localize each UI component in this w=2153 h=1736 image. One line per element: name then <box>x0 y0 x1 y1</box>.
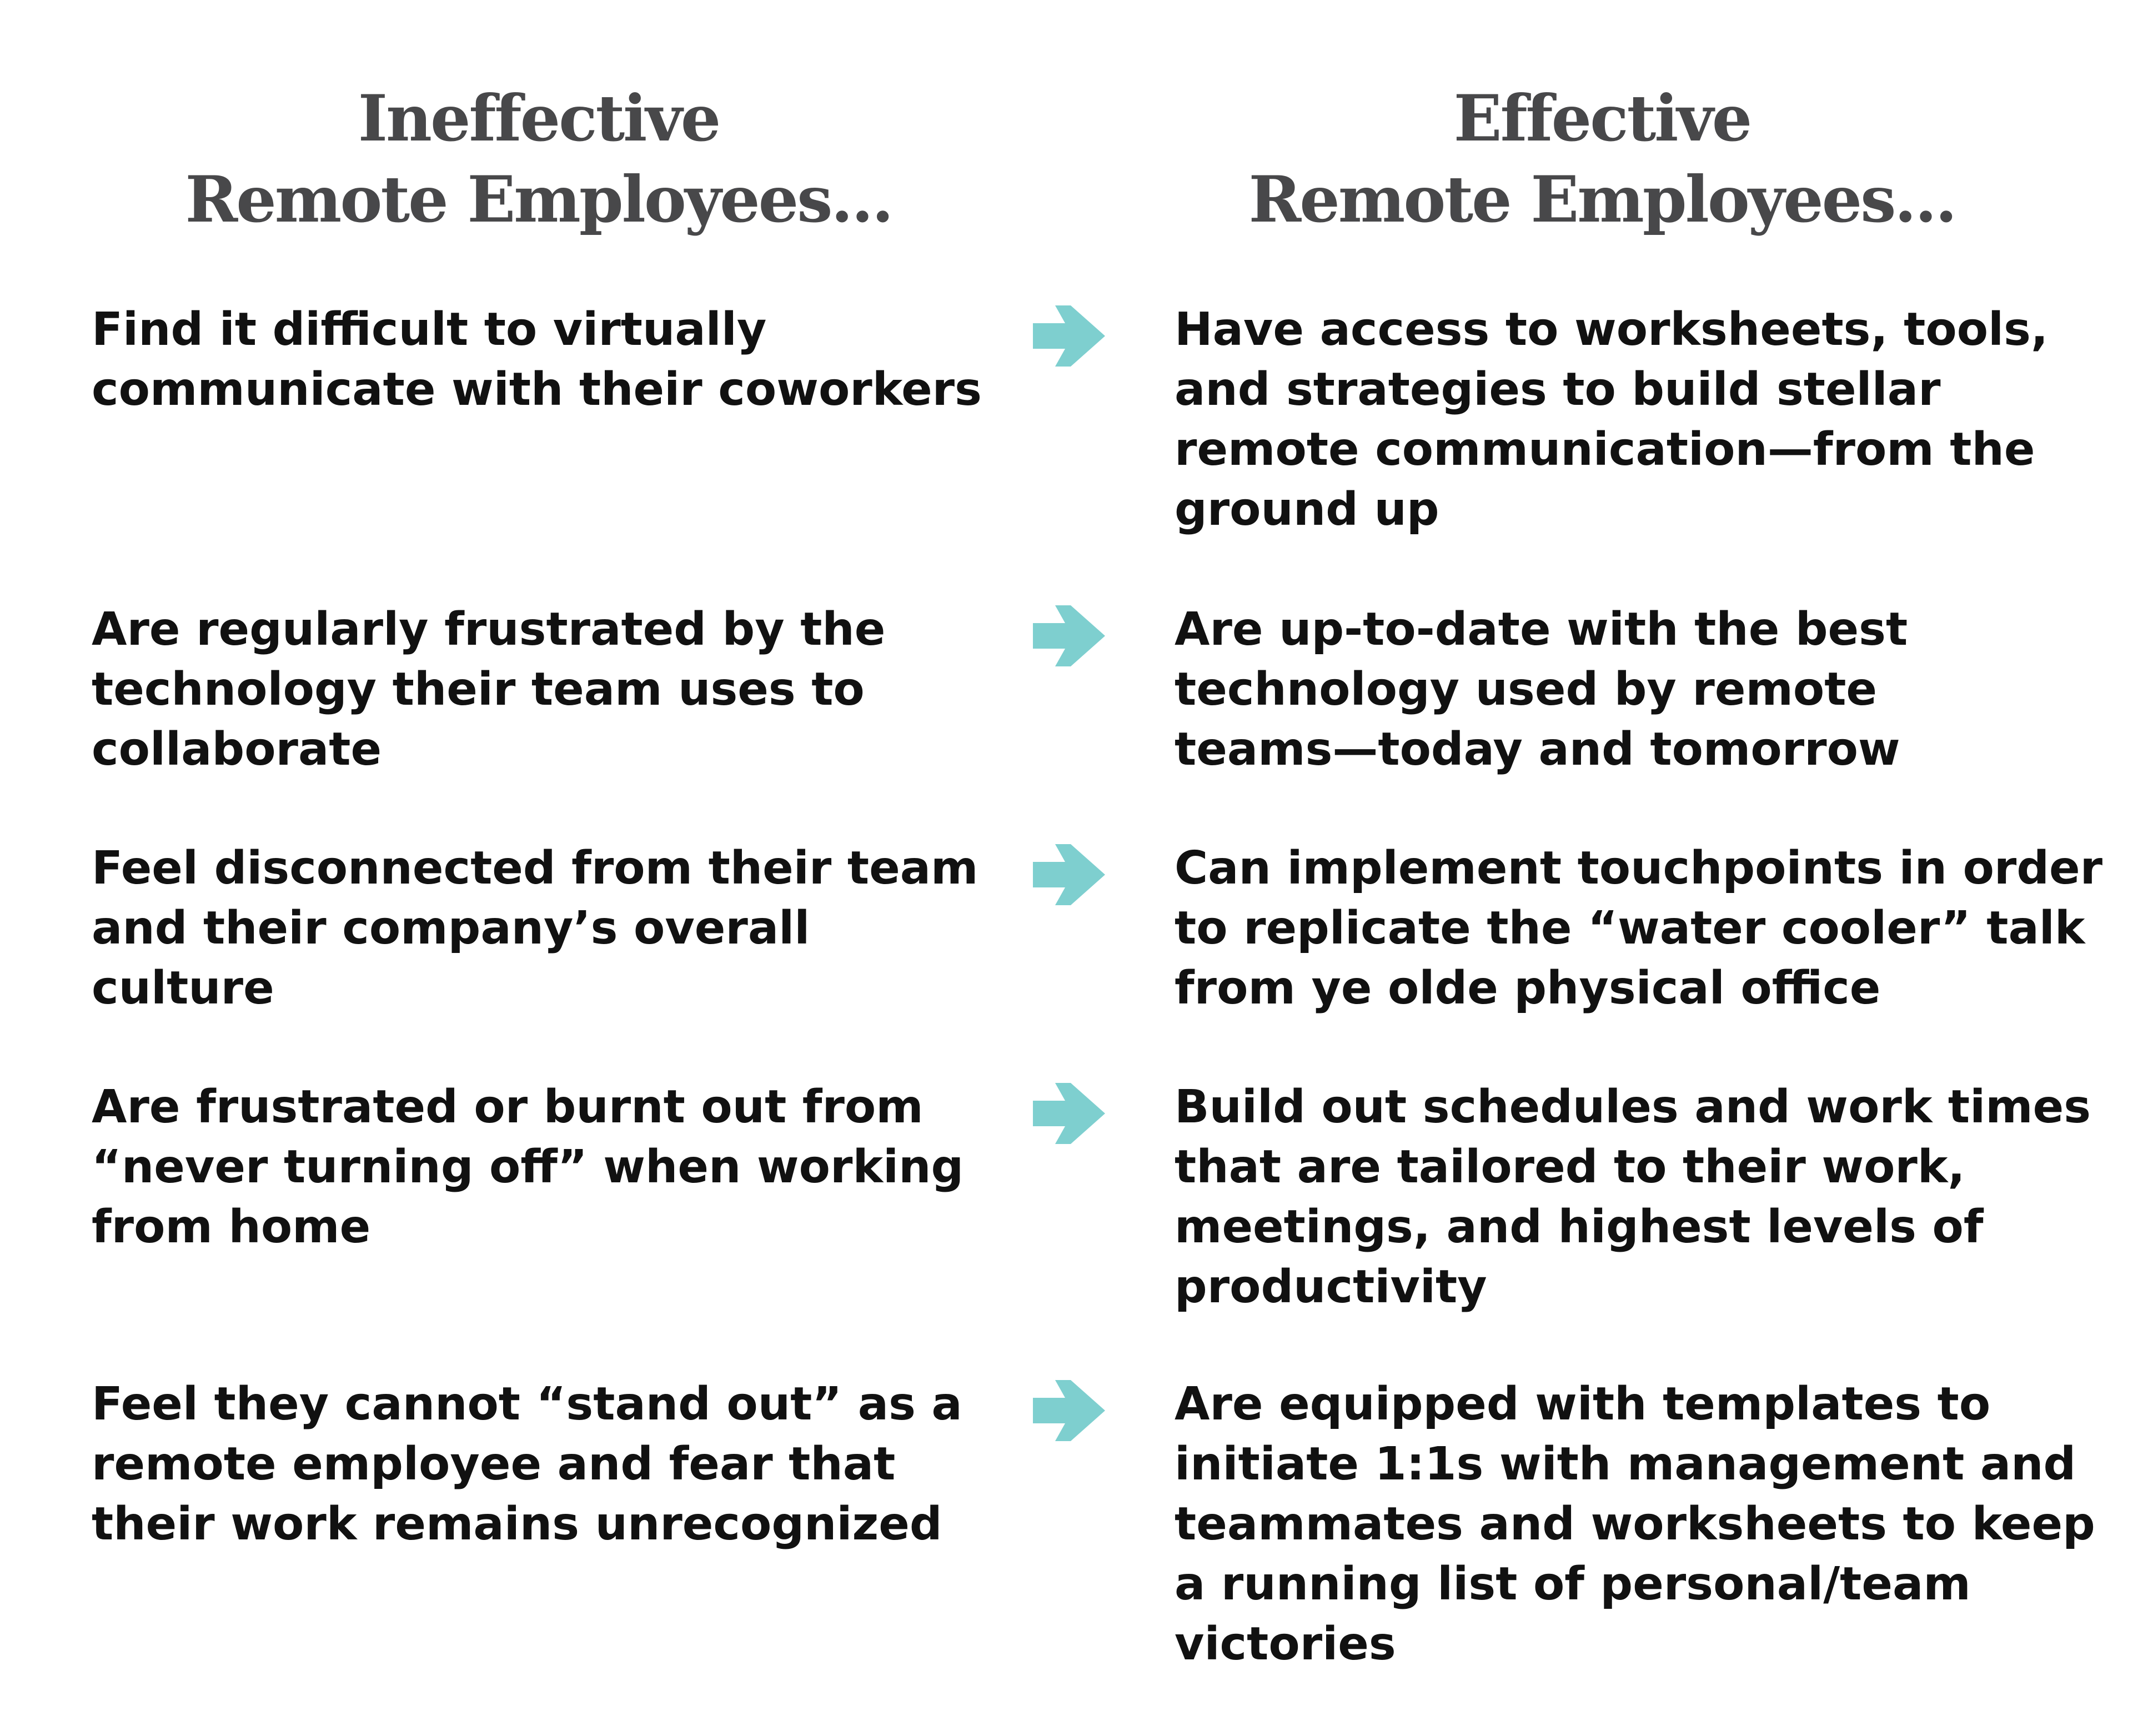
ineffective-item-3: Feel disconnected from their team and th… <box>92 842 978 1015</box>
effective-heading: Effective Remote Employees... <box>1241 78 1963 240</box>
effective-item-5: Are equipped with templates to initiate … <box>1175 1378 2095 1670</box>
chevron-arrow-right-icon <box>1033 844 1105 905</box>
effective-heading-line-2: Remote Employees... <box>1248 162 1958 237</box>
ineffective-item-2: Are regularly frustrated by the technolo… <box>92 603 886 776</box>
ineffective-item-5: Feel they cannot “stand out” as a remote… <box>92 1378 962 1551</box>
effective-heading-line-1: Effective <box>1453 81 1753 155</box>
ineffective-item-4: Are frustrated or burnt out from “never … <box>92 1081 964 1253</box>
chevron-arrow-right-icon <box>1033 305 1105 367</box>
ineffective-heading-line-1: Ineffective <box>358 81 721 155</box>
ineffective-heading-line-2: Remote Employees... <box>185 162 894 237</box>
effective-item-1: Have access to worksheets, tools, and st… <box>1175 303 2049 536</box>
chevron-arrow-right-icon <box>1033 605 1105 666</box>
effective-item-2: Are up-to-date with the best technology … <box>1175 603 1908 776</box>
ineffective-heading: Ineffective Remote Employees... <box>178 78 900 240</box>
effective-item-4: Build out schedules and work times that … <box>1175 1081 2091 1313</box>
effective-item-3: Can implement touchpoints in order to re… <box>1175 842 2103 1015</box>
ineffective-item-1: Find it difficult to virtually communica… <box>92 303 982 416</box>
chevron-arrow-right-icon <box>1033 1083 1105 1144</box>
chevron-arrow-right-icon <box>1033 1380 1105 1441</box>
